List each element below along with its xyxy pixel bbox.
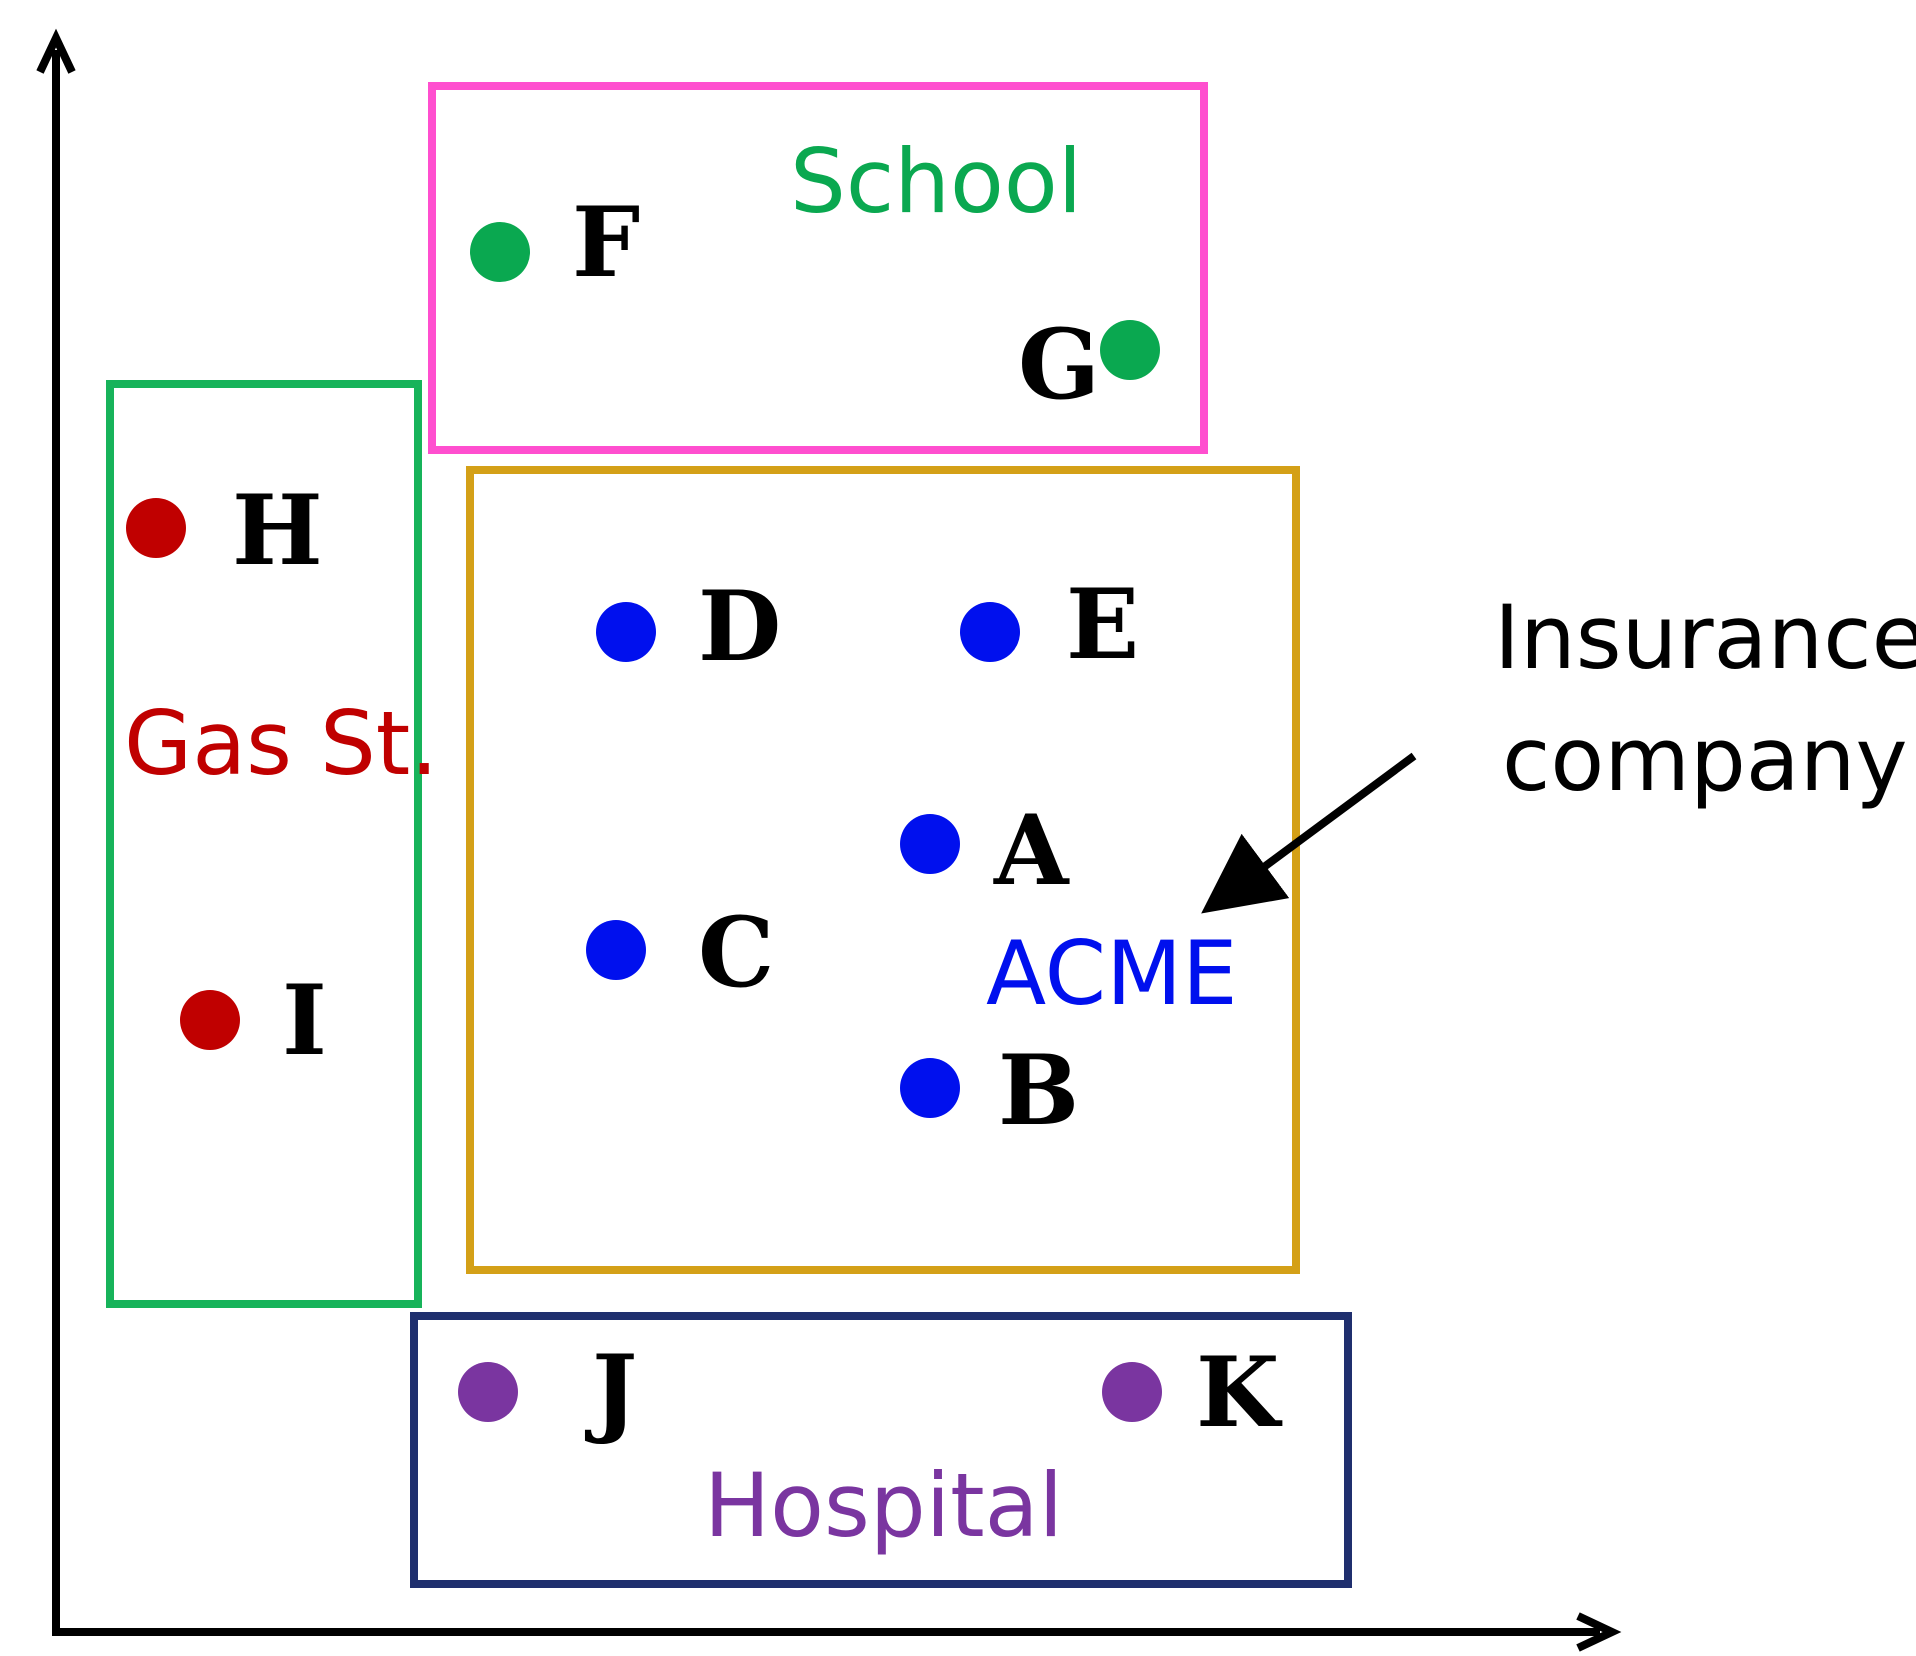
- x-axis-arrow-icon: [1576, 1612, 1622, 1652]
- point-D: [596, 602, 656, 662]
- arrow-icon: [1201, 752, 1417, 914]
- point-label-H: H: [232, 474, 323, 587]
- point-label-D: D: [698, 570, 781, 683]
- point-F: [470, 222, 530, 282]
- school-box: [428, 82, 1208, 454]
- hospital-label: Hospital: [704, 1454, 1063, 1557]
- point-label-E: E: [1066, 568, 1139, 681]
- point-B: [900, 1058, 960, 1118]
- point-label-G: G: [1018, 308, 1100, 421]
- point-label-K: K: [1196, 1336, 1283, 1449]
- point-label-I: I: [282, 964, 327, 1077]
- gas-station-box: [106, 380, 422, 1308]
- axes: [36, 28, 1622, 1652]
- annotation-line-2: company: [1502, 708, 1908, 811]
- acme-box: [466, 466, 1300, 1274]
- point-J: [458, 1362, 518, 1422]
- point-G: [1100, 320, 1160, 380]
- point-label-B: B: [998, 1034, 1079, 1147]
- point-I: [180, 990, 240, 1050]
- acme-label: ACME: [986, 922, 1238, 1025]
- annotation-line-1: Insurance: [1494, 586, 1916, 689]
- school-label: School: [790, 130, 1082, 233]
- y-axis-arrow-icon: [36, 28, 76, 74]
- hospital-box: [410, 1312, 1352, 1588]
- point-E: [960, 602, 1020, 662]
- point-label-F: F: [572, 186, 640, 299]
- point-label-J: J: [584, 1334, 637, 1447]
- point-H: [126, 498, 186, 558]
- point-A: [900, 814, 960, 874]
- point-C: [586, 920, 646, 980]
- gas-station-label: Gas St.: [124, 692, 438, 795]
- point-K: [1102, 1362, 1162, 1422]
- point-label-C: C: [698, 896, 774, 1009]
- point-label-A: A: [993, 794, 1070, 907]
